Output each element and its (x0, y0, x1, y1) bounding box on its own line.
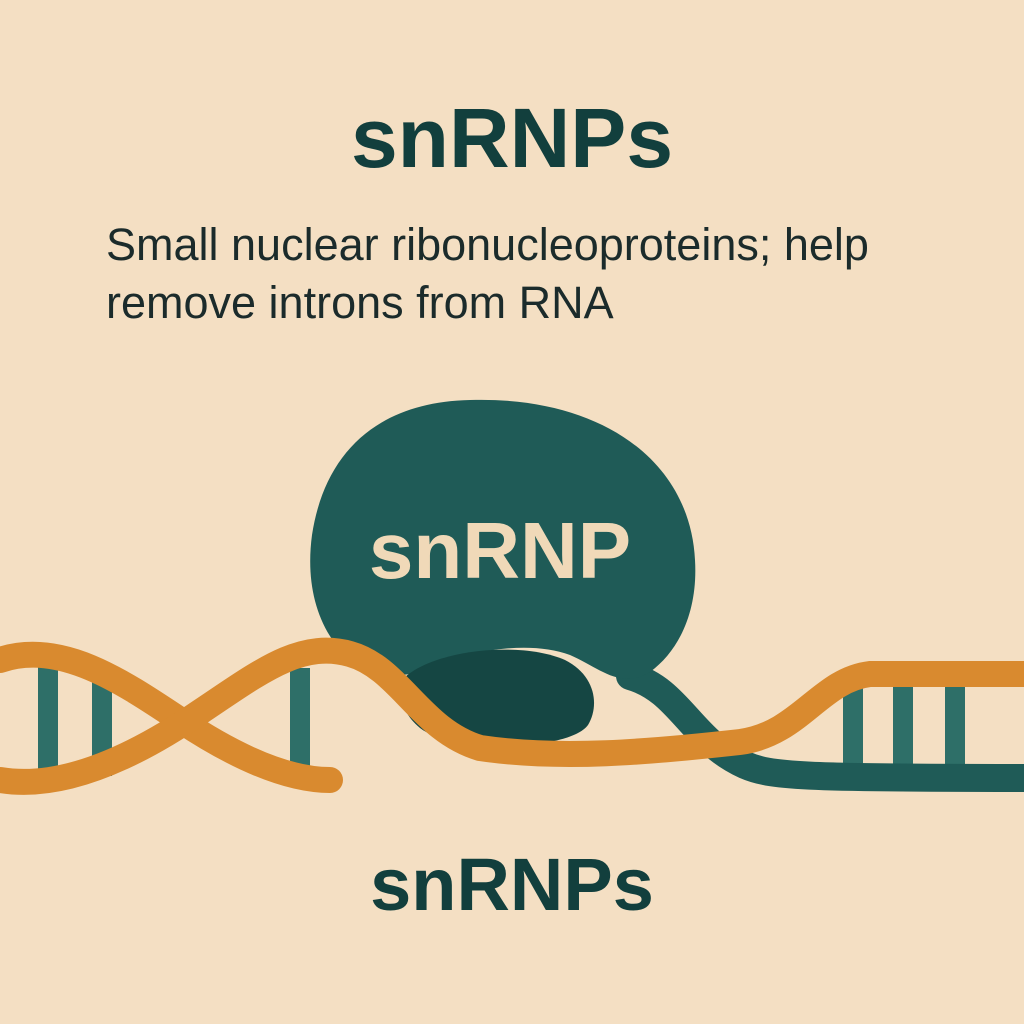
base-pair-rung (945, 676, 965, 774)
bottom-caption: snRNPs (370, 843, 654, 926)
snrnp-protein-body (310, 399, 696, 679)
left-helix-rungs (38, 658, 310, 776)
snrnp-complex-label: snRNP (369, 506, 631, 595)
rna-lower-strand-teal (616, 662, 1024, 792)
right-ladder-rungs (843, 676, 965, 774)
rna-strand-back (0, 637, 1024, 795)
base-pair-rung (92, 668, 112, 776)
definition-text: Small nuclear ribonucleoproteins; help r… (106, 219, 869, 328)
base-pair-rung (290, 668, 310, 772)
splicing-diagram: snRNP (0, 399, 1024, 795)
page-title: snRNPs (350, 91, 674, 185)
base-pair-rung (893, 676, 913, 774)
base-pair-rung (38, 658, 58, 774)
base-pair-rung (843, 676, 863, 774)
